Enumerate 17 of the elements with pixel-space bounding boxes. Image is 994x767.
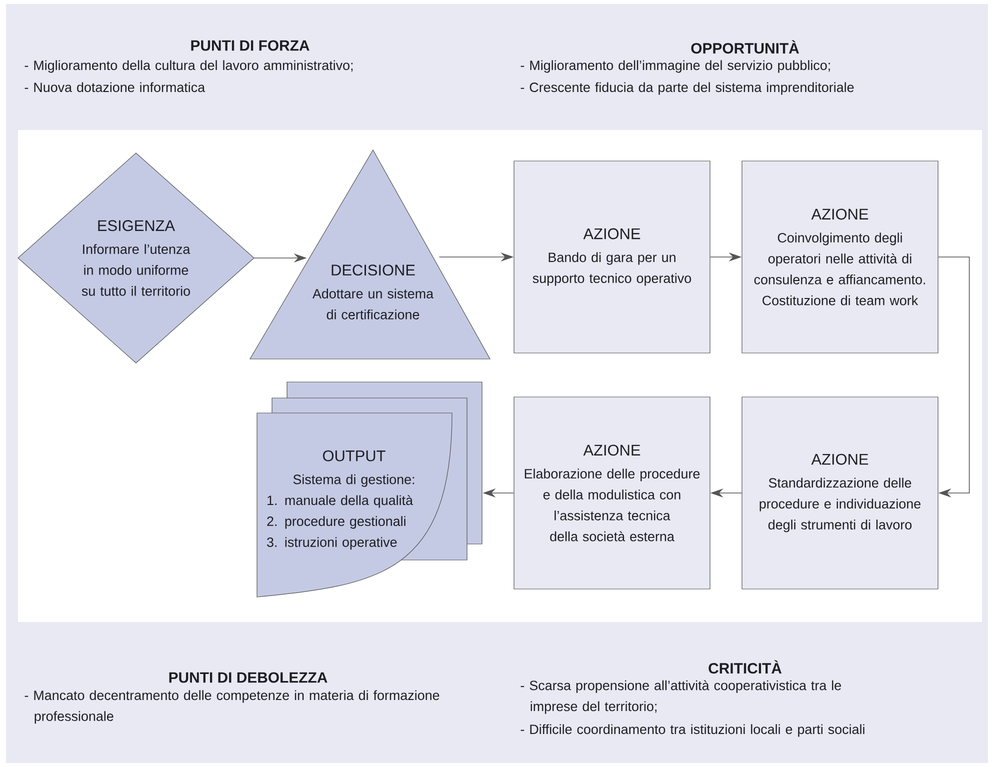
bullet-text: - Scarsa propensione all’attività cooperativistica tra le imprese del territorio;: [520, 680, 841, 714]
section-heading: CRITICITÀ: [708, 660, 782, 674]
bullet-text: - Crescente fiducia da parte del sistema imprenditoriale: [520, 82, 854, 95]
bullet-text: - Miglioramento della cultura del lavoro amministrativo;: [24, 60, 353, 73]
action-box: AZIONE Elaborazione delle procedure e della modulistica con l’assistenza tecnica della società esterna: [514, 396, 710, 590]
bullet-text: - Nuova dotazione informatica: [24, 82, 206, 92]
arrow: [938, 256, 970, 498]
bullet-text: - Difficile coordinamento tra istituzioni locali e parti sociali: [520, 724, 864, 737]
bullet-text: - Mancato decentramento delle competenze in materia di formazione professionale: [24, 690, 440, 724]
document-stack: OUTPUT Sistema di gestione: 1. manuale della qualità 2. procedure gestionali 3. istruzioni operative: [256, 382, 482, 598]
bullet-text: - Miglioramento dell’immagine del servizio pubblico;: [520, 60, 830, 73]
action-box: AZIONE Coinvolgimento degli operatori nelle attività di consulenza e affiancamento. Costituzione di team work: [742, 160, 938, 354]
section-heading: OPPORTUNITÀ: [691, 40, 799, 54]
action-box: AZIONE Bando di gara per un supporto tecnico operativo: [514, 160, 710, 354]
section-heading: PUNTI DI FORZA: [191, 40, 310, 51]
action-box: AZIONE Standardizzazione delle procedure e individuazione degli strumenti di lavoro: [742, 396, 938, 590]
section-heading: PUNTI DI DEBOLEZZA: [169, 672, 328, 683]
